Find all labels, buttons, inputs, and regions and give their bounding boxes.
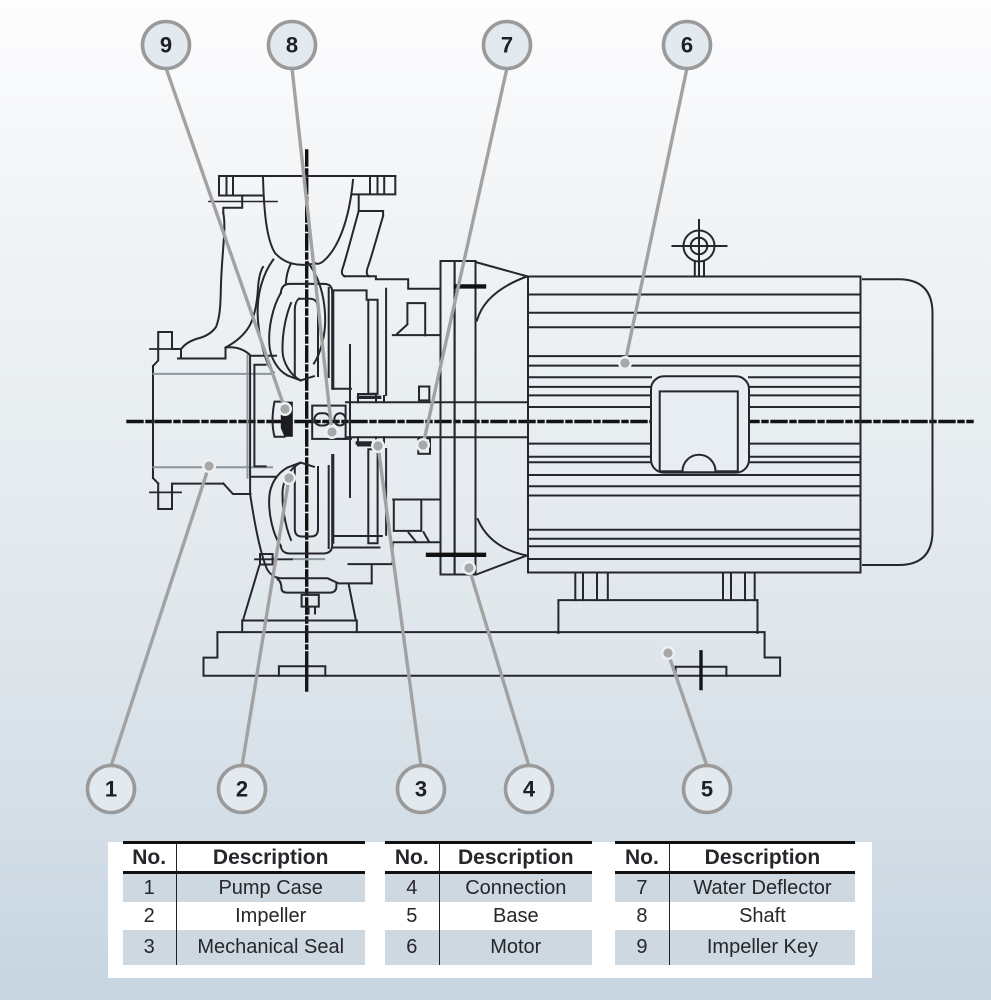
svg-text:3: 3	[415, 777, 427, 802]
svg-text:1: 1	[105, 777, 117, 802]
svg-text:6: 6	[681, 33, 693, 58]
svg-text:8: 8	[286, 33, 298, 58]
svg-text:5: 5	[701, 777, 713, 802]
svg-text:4: 4	[523, 777, 536, 802]
svg-text:9: 9	[160, 33, 172, 58]
svg-text:7: 7	[501, 33, 513, 58]
svg-text:2: 2	[236, 777, 248, 802]
